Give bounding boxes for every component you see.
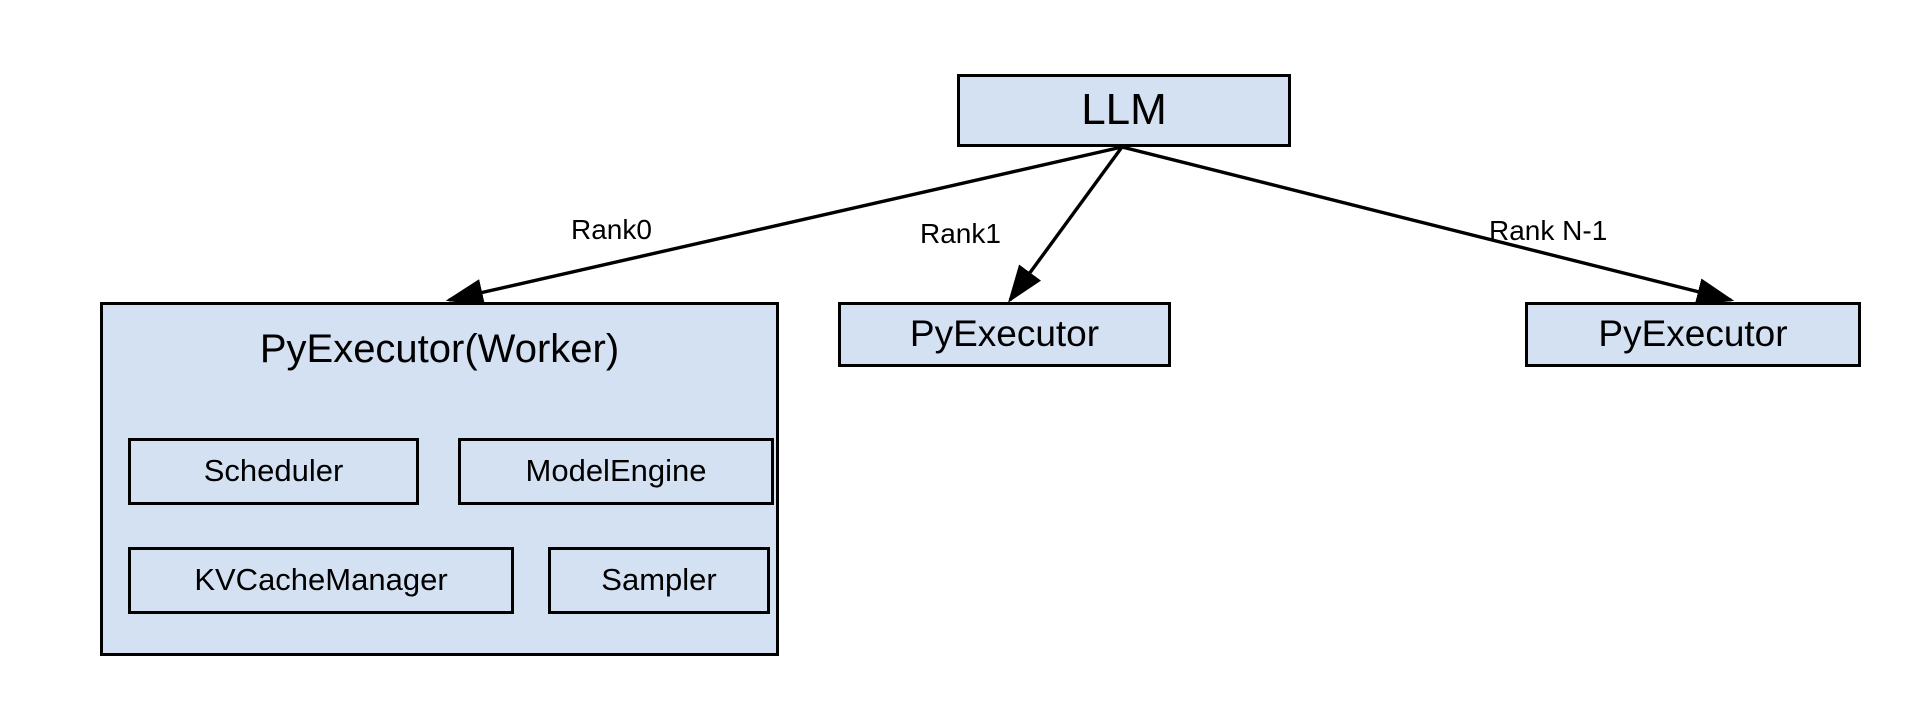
edge-label-rank-n-1: Rank N-1 xyxy=(1489,215,1608,246)
node-sampler[interactable]: Sampler xyxy=(548,547,770,614)
edge-label-rank0: Rank0 xyxy=(571,214,652,245)
edge-label-rank1: Rank1 xyxy=(920,218,1001,249)
node-pyexecutor-rank-n-1[interactable]: PyExecutor xyxy=(1525,302,1861,367)
node-scheduler[interactable]: Scheduler xyxy=(128,438,419,505)
edge-llm-to-pyexecutor-rankn xyxy=(1121,145,1735,305)
edge-llm-to-worker xyxy=(445,145,1123,306)
node-pyexecutor-worker[interactable]: PyExecutor(Worker) Scheduler ModelEngine… xyxy=(100,302,779,656)
node-model-engine[interactable]: ModelEngine xyxy=(458,438,774,505)
edge-llm-to-pyexecutor-rank1 xyxy=(1007,145,1124,303)
node-llm[interactable]: LLM xyxy=(957,74,1291,147)
node-pyexecutor-worker-title: PyExecutor(Worker) xyxy=(259,327,620,371)
node-kv-cache-manager[interactable]: KVCacheManager xyxy=(128,547,514,614)
node-pyexecutor-rank1[interactable]: PyExecutor xyxy=(838,302,1171,367)
